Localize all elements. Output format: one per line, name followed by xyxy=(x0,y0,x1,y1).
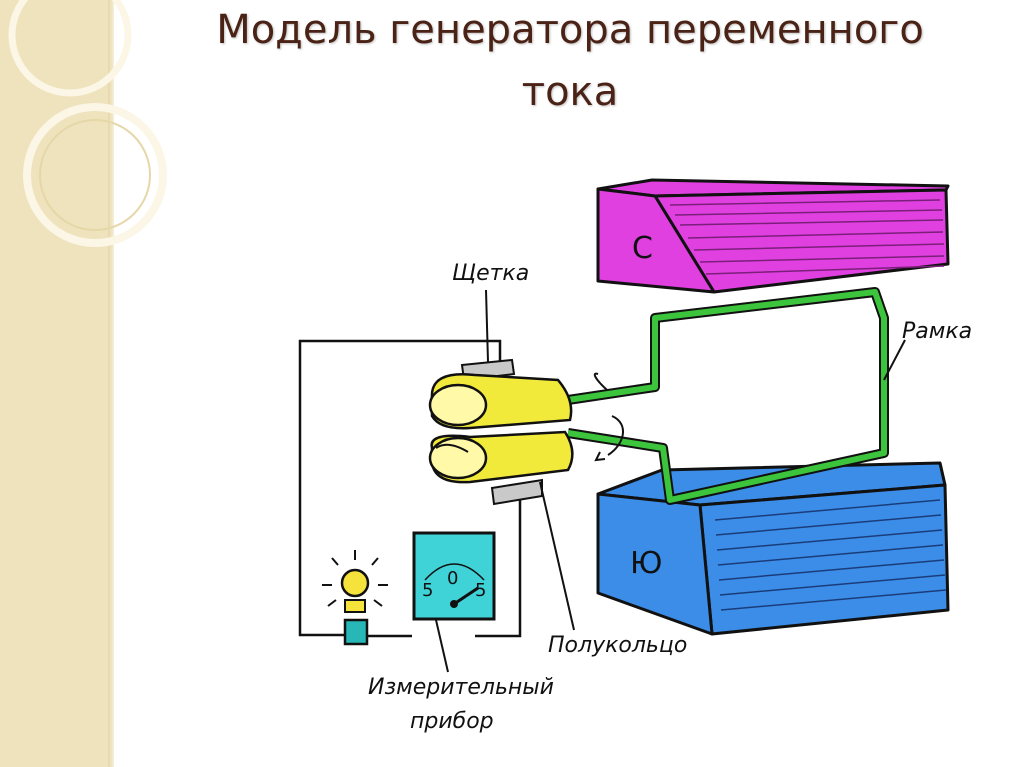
leader-lines xyxy=(435,289,906,673)
south-pole-label: Ю xyxy=(630,546,662,581)
measuring-instrument: 5 0 5 xyxy=(412,531,496,621)
brush-label: Щетка xyxy=(452,261,529,286)
meter-scale-right: 5 xyxy=(475,580,486,601)
decorative-circles xyxy=(8,0,167,247)
frame-label: Рамка xyxy=(902,319,972,344)
slide-title: Модель генератора переменного тока xyxy=(140,2,1000,120)
north-magnet: С xyxy=(596,178,950,294)
rotating-frame xyxy=(567,287,889,505)
lamp xyxy=(322,550,388,646)
meter-scale-center: 0 xyxy=(447,568,458,589)
meter-label-line-1: Измерительный xyxy=(368,675,554,700)
title-line-1: Модель генератора переменного xyxy=(216,7,924,53)
circuit-wires xyxy=(298,339,522,638)
south-magnet: Ю xyxy=(596,461,950,636)
meter-scale-left: 5 xyxy=(422,580,433,601)
title-line-2: тока xyxy=(521,69,619,115)
meter-needle xyxy=(453,586,479,606)
slide-sidebar-decoration xyxy=(0,0,112,767)
half-ring-label: Полукольцо xyxy=(548,633,687,658)
half-rings xyxy=(428,373,574,484)
north-pole-label: С xyxy=(632,231,653,266)
meter-label-line-2: прибор xyxy=(410,709,494,734)
rotation-arrow xyxy=(593,372,624,462)
sidebar-edge xyxy=(108,0,114,767)
